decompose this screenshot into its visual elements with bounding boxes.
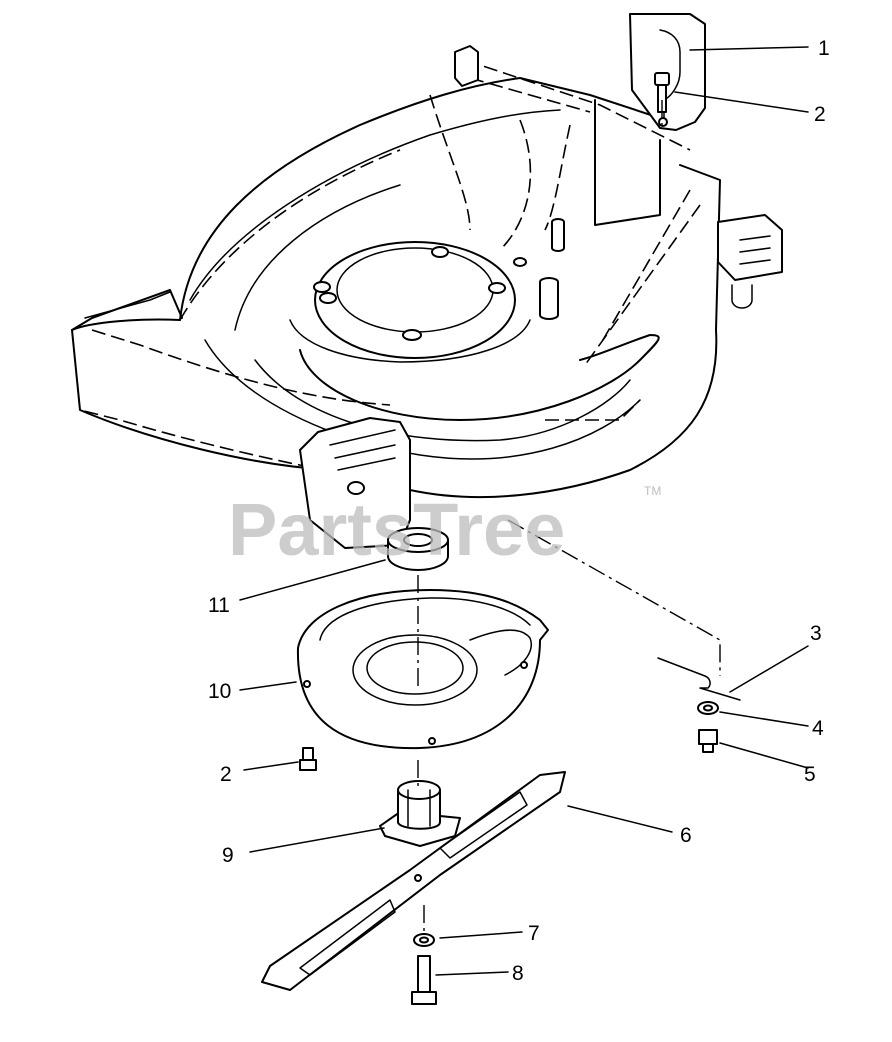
- callout-leaders: [239, 46, 809, 976]
- clip-part-3: [657, 657, 741, 701]
- callout-5: 5: [804, 763, 816, 786]
- mower-deck: [71, 45, 783, 549]
- callout-1: 1: [818, 37, 830, 60]
- bracket-part-1: [629, 13, 706, 131]
- washer-part-7: [413, 933, 435, 947]
- callout-10: 10: [208, 680, 231, 703]
- spacer-part-11: [387, 527, 449, 571]
- assembly-centerlines: [417, 100, 721, 935]
- blade-bolt-part-8: [411, 955, 437, 1005]
- watermark: PartsTree TM: [228, 484, 661, 571]
- callout-4: 4: [812, 717, 824, 740]
- bolt-part-2-lower: [299, 747, 317, 771]
- screw-part-5: [698, 729, 718, 753]
- callout-labels: 1 2 3 4 5 6 7 8 9 2 10 11: [208, 37, 830, 985]
- blade-part-6: [261, 771, 566, 991]
- callout-9: 9: [222, 844, 234, 867]
- callout-2b: 2: [220, 763, 232, 786]
- callout-3: 3: [810, 622, 822, 645]
- trademark-mark: TM: [644, 484, 661, 498]
- watermark-text: PartsTree: [228, 488, 565, 571]
- washer-part-4: [697, 701, 719, 715]
- blade-adapter-part-9: [379, 780, 461, 847]
- bolt-part-2-top: [654, 72, 670, 113]
- callout-11: 11: [208, 594, 230, 617]
- callout-7: 7: [528, 922, 540, 945]
- callout-6: 6: [680, 824, 692, 847]
- callout-8: 8: [512, 962, 524, 985]
- baffle-part-10: [296, 589, 549, 750]
- callout-2a: 2: [814, 103, 826, 126]
